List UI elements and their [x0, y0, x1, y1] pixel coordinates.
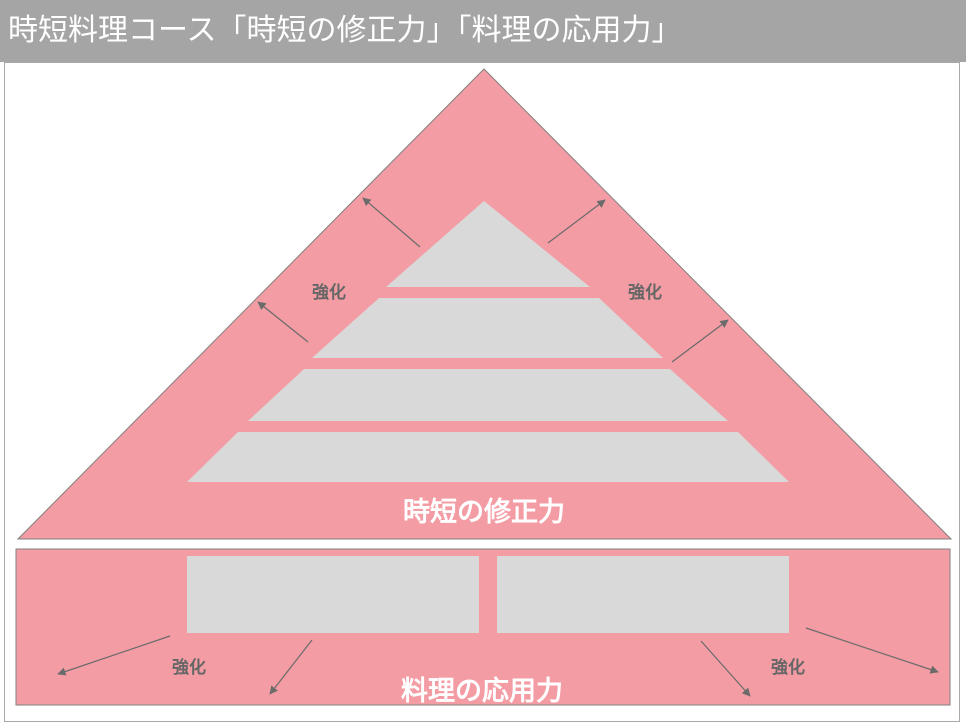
foundation-block-right: [497, 556, 789, 633]
foundation-arrow-far-right: [805, 627, 939, 674]
foundation-arrow-far-left: [57, 635, 171, 676]
pyramid-arrow-upper-right: [547, 199, 606, 244]
pyramid-arrow-upper-left: [362, 197, 421, 248]
pyramid-arrow-lower-left: [257, 301, 309, 343]
content-frame: [4, 62, 960, 722]
pyramid-label: 時短の修正力: [403, 497, 565, 528]
slide-title: 時短料理コース「時短の修正力」「料理の応用力」: [8, 13, 682, 48]
foundation-reinforce-label-left: 強化: [172, 658, 206, 678]
title-bar: 時短料理コース「時短の修正力」「料理の応用力」: [0, 0, 966, 62]
foundation-bar: [15, 548, 951, 706]
foundation-arrow-inner-right: [700, 640, 751, 697]
pyramid-tier-1: [386, 201, 590, 287]
foundation-block-left: [187, 556, 479, 633]
pyramid-arrow-lower-right: [671, 319, 729, 363]
foundation-arrow-inner-left: [269, 639, 313, 695]
pyramid-tier-2: [312, 298, 663, 358]
pyramid-tier-3: [248, 369, 728, 421]
pyramid-reinforce-label-right: 強化: [628, 283, 662, 303]
foundation-label: 料理の応用力: [401, 676, 563, 707]
foundation-reinforce-label-right: 強化: [771, 658, 805, 678]
pyramid-tier-4: [187, 432, 789, 482]
pyramid-reinforce-label-left: 強化: [312, 283, 346, 303]
